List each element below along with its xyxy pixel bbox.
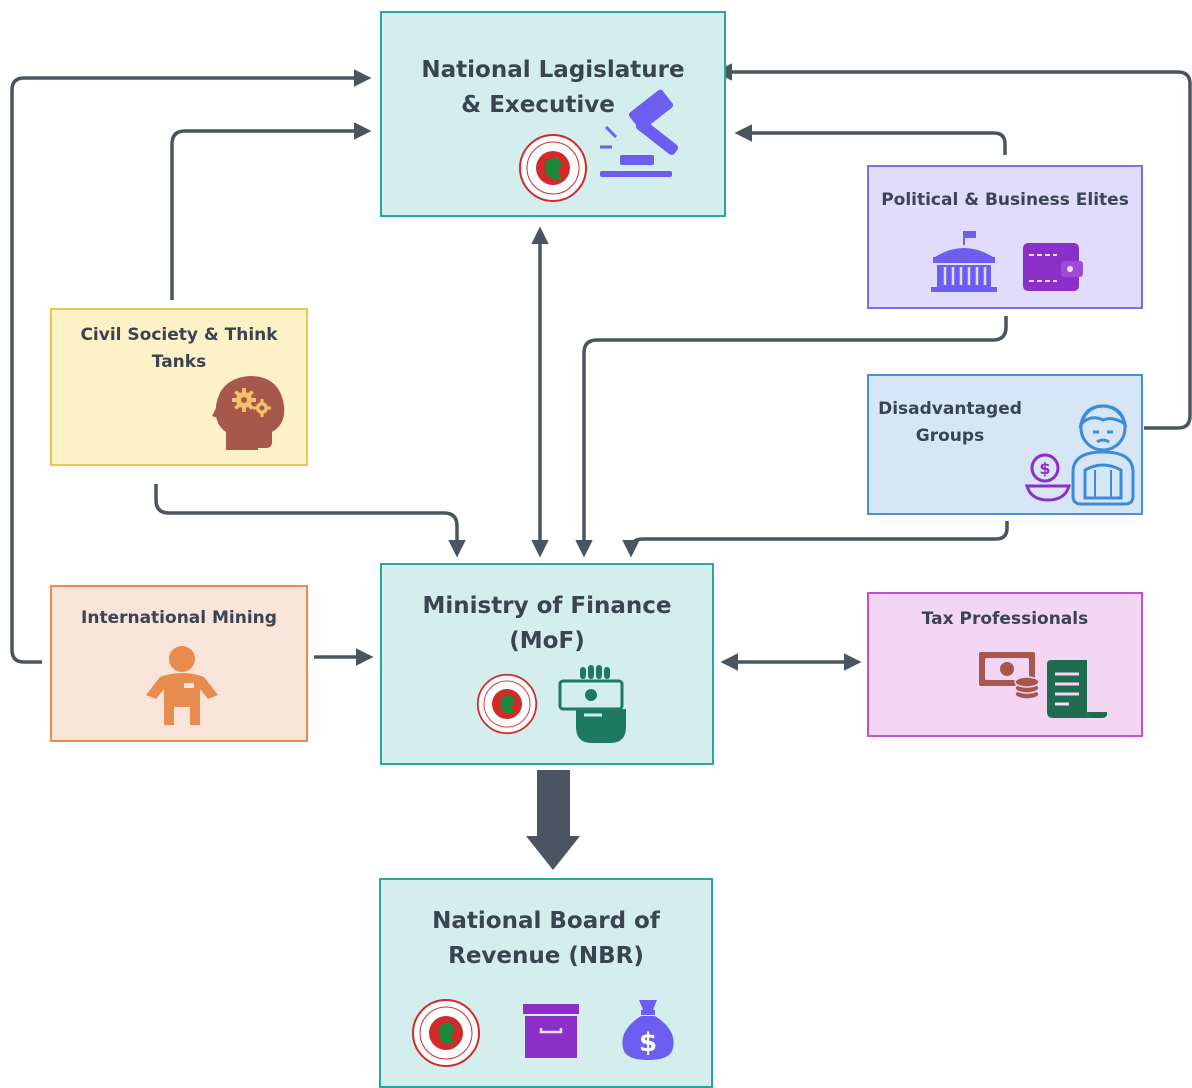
- arrow-civil-to-legislature: [170, 122, 372, 300]
- nbr-title-line1: National Board of: [432, 908, 660, 934]
- arrow-civil-to-mof: [154, 484, 466, 558]
- svg-text:$: $: [1039, 459, 1050, 478]
- nbr-title-line2: Revenue (NBR): [448, 943, 644, 969]
- coin-bowl-icon: $: [1025, 453, 1071, 502]
- arrow-elites-to-mof: [575, 316, 1008, 558]
- sad-child-icon: [1071, 404, 1135, 506]
- tax-title: Tax Professionals: [921, 609, 1089, 629]
- node-legislature[interactable]: National Lagislature & Executive: [380, 11, 726, 217]
- disadvantaged-title-line2: Groups: [915, 426, 985, 446]
- node-disadvantaged-groups[interactable]: Disadvantaged Groups $: [867, 374, 1143, 515]
- node-international-mining[interactable]: International Mining: [50, 585, 308, 742]
- bangladesh-seal-icon: [476, 673, 538, 735]
- legislature-title-line2: & Executive: [461, 92, 615, 118]
- bangladesh-seal-icon: [519, 134, 587, 202]
- node-civil-society[interactable]: Civil Society & Think Tanks: [50, 308, 308, 466]
- arrow-disadvantaged-to-mof: [622, 521, 1009, 558]
- disadvantaged-title-line1: Disadvantaged: [878, 399, 1022, 419]
- svg-text:$: $: [639, 1028, 657, 1058]
- node-tax-professionals[interactable]: Tax Professionals: [867, 592, 1143, 737]
- civil-title-line2: Tanks: [151, 352, 207, 372]
- wallet-icon: [1023, 243, 1083, 291]
- mof-title-line2: (MoF): [509, 628, 585, 654]
- gavel-icon: [600, 89, 678, 177]
- civil-title-line1: Civil Society & Think: [80, 325, 278, 345]
- arrow-mof-to-nbr: [526, 770, 580, 870]
- worker-icon: [146, 646, 218, 725]
- arrow-elites-to-legislature: [734, 124, 1007, 155]
- mining-title: International Mining: [81, 608, 277, 628]
- arrow-mining-to-legislature: [10, 69, 372, 664]
- node-national-board-of-revenue[interactable]: National Board of Revenue (NBR) $: [379, 878, 713, 1088]
- node-political-business-elites[interactable]: Political & Business Elites: [867, 165, 1143, 309]
- elites-title: Political & Business Elites: [881, 190, 1129, 210]
- head-gears-icon: [212, 376, 285, 450]
- mof-title-line1: Ministry of Finance: [422, 593, 672, 619]
- hand-money-icon: [558, 665, 626, 743]
- money-bag-icon: $: [622, 1000, 674, 1060]
- arrow-disadvantaged-to-legislature: [714, 63, 1192, 430]
- archive-box-icon: [523, 1004, 579, 1058]
- document-icon: [1047, 660, 1107, 718]
- cash-coins-icon: [979, 652, 1040, 700]
- government-building-icon: [931, 231, 997, 292]
- legislature-title-line1: National Lagislature: [421, 57, 685, 83]
- node-ministry-of-finance[interactable]: Ministry of Finance (MoF): [380, 563, 714, 765]
- bangladesh-seal-icon: [412, 999, 480, 1067]
